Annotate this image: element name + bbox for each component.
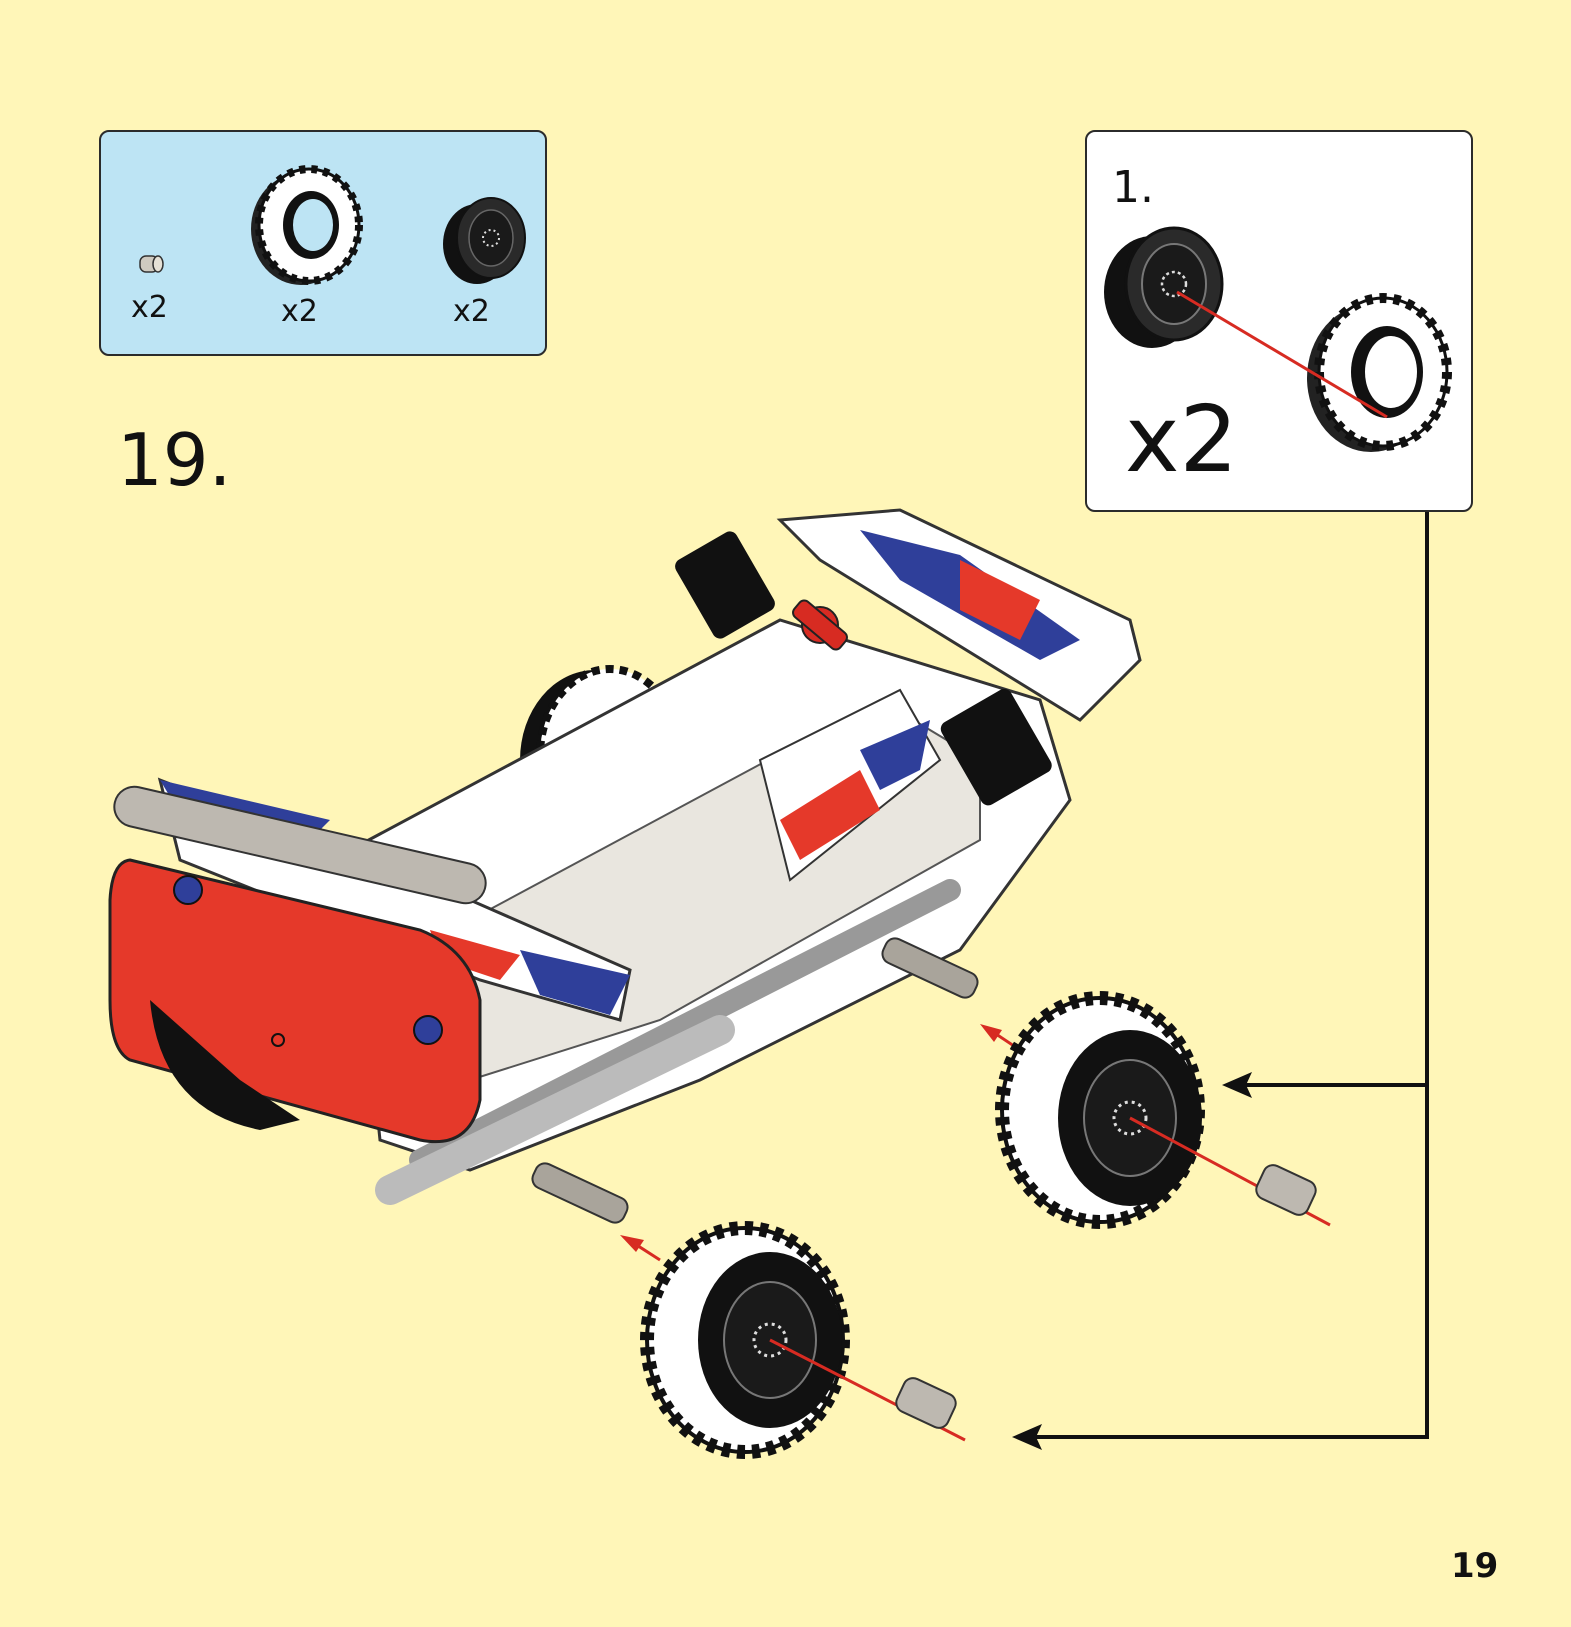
wheel-rim-qty: x2 (453, 294, 490, 329)
front-hidden-tire-icon (150, 1000, 300, 1130)
wheel-left-icon (640, 1221, 966, 1459)
connector-right-icon (1255, 1164, 1317, 1216)
tire-qty: x2 (281, 294, 318, 329)
axle-left (531, 1162, 629, 1224)
sub-assembly-tire-icon (1307, 293, 1452, 452)
sub-assembly-multiplier: x2 (1125, 386, 1238, 493)
axle-right (881, 937, 979, 999)
sub-assembly-rim-icon (1104, 226, 1224, 348)
red-connector-icon (792, 599, 848, 651)
step-number: 19. (117, 418, 232, 502)
connector-left-icon (895, 1377, 957, 1429)
wheel-right-icon (995, 991, 1331, 1229)
tire-icon (251, 165, 363, 285)
page-number: 19 (1451, 1546, 1499, 1586)
axle-connector-icon (139, 255, 164, 273)
rear-wing (675, 508, 1142, 806)
sub-assembly-guide-line (1176, 290, 1388, 419)
sub-assembly-box: 1. x2 (1085, 130, 1473, 512)
wheel-rim-icon (443, 197, 526, 284)
sub-assembly-step: 1. (1112, 162, 1154, 213)
parts-list-box: x2 x2 x2 (99, 130, 547, 356)
axle-connector-qty: x2 (131, 290, 168, 325)
